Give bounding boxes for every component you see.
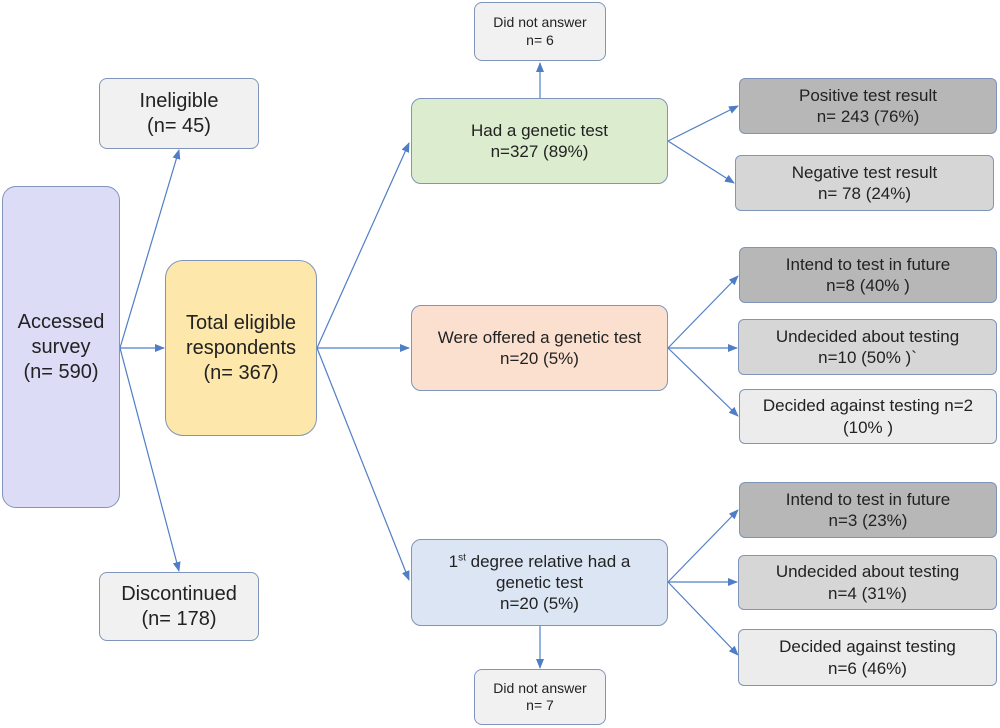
ineligible-label: Ineligible — [139, 89, 219, 112]
relative-intend-count: n=3 (23%) — [828, 511, 908, 530]
negative-result-box: Negative test result n= 78 (24%) — [735, 155, 994, 211]
did-not-answer-top-count: n= 6 — [526, 31, 554, 48]
did-not-answer-bottom-box: Did not answer n= 7 — [474, 669, 606, 725]
total-eligible-box: Total eligible respondents (n= 367) — [165, 260, 317, 436]
relative-genetic-test-box: 1st degree relative had a genetic test n… — [411, 539, 668, 626]
arrow-total-to-relative — [316, 347, 410, 581]
arrow-accessed-to-ineligible — [119, 149, 181, 349]
relative-prefix: 1 — [448, 551, 459, 571]
accessed-survey-label-2: survey — [31, 335, 91, 358]
relative-undecided-label: Undecided about testing — [775, 562, 960, 582]
total-eligible-label-2: respondents — [185, 336, 297, 359]
arrow-relative-to-against — [667, 581, 739, 656]
relative-label-rest: degree relative had a — [465, 551, 631, 571]
offered-genetic-test-box: Were offered a genetic test n=20 (5%) — [411, 305, 668, 391]
offered-intend-label: Intend to test in future — [785, 254, 951, 274]
ineligible-count: (n= 45) — [147, 114, 211, 137]
relative-undecided-box: Undecided about testing n=4 (31%) — [738, 555, 997, 610]
had-genetic-test-box: Had a genetic test n=327 (89%) — [411, 98, 668, 184]
discontinued-box: Discontinued (n= 178) — [99, 572, 259, 641]
relative-intend-box: Intend to test in future n=3 (23%) — [739, 482, 997, 538]
total-eligible-label: Total eligible — [185, 311, 297, 334]
accessed-survey-label: Accessed — [17, 310, 105, 333]
offered-genetic-test-count: n=20 (5%) — [500, 349, 579, 368]
offered-undecided-box: Undecided about testing n=10 (50% )` — [738, 319, 997, 375]
offered-intend-box: Intend to test in future n=8 (40% ) — [739, 247, 997, 303]
arrow-offered-to-intend — [667, 275, 739, 349]
did-not-answer-top-label: Did not answer — [493, 14, 587, 30]
had-genetic-test-label: Had a genetic test — [470, 120, 609, 140]
offered-undecided-label: Undecided about testing — [775, 326, 960, 346]
arrow-had-test-to-negative — [667, 140, 735, 184]
had-genetic-test-count: n=327 (89%) — [490, 142, 589, 161]
relative-against-count: n=6 (46%) — [828, 658, 907, 678]
did-not-answer-top-box: Did not answer n= 6 — [474, 2, 606, 61]
offered-against-label: Decided against testing n=2 — [762, 396, 974, 416]
relative-genetic-test-label-2: genetic test — [496, 572, 583, 592]
ineligible-box: Ineligible (n= 45) — [99, 78, 259, 149]
relative-against-box: Decided against testing n=6 (46%) — [738, 629, 997, 686]
relative-genetic-test-count: n=20 (5%) — [500, 594, 579, 614]
offered-undecided-count: n=10 (50% )` — [818, 348, 917, 367]
offered-genetic-test-label: Were offered a genetic test — [437, 327, 642, 347]
offered-intend-count: n=8 (40% ) — [826, 276, 910, 295]
positive-result-label: Positive test result — [799, 85, 937, 105]
accessed-survey-box: Accessed survey (n= 590) — [2, 186, 120, 508]
accessed-survey-count: (n= 590) — [23, 360, 99, 383]
relative-intend-label: Intend to test in future — [785, 489, 951, 509]
offered-against-box: Decided against testing n=2 (10% ) — [739, 389, 997, 444]
arrow-offered-to-against — [667, 347, 739, 417]
did-not-answer-bottom-count: n= 7 — [526, 697, 554, 713]
positive-result-count: n= 243 (76%) — [816, 107, 920, 126]
arrow-total-to-had-test — [316, 142, 410, 349]
total-eligible-count: (n= 367) — [203, 361, 279, 384]
did-not-answer-bottom-label: Did not answer — [493, 679, 587, 696]
relative-undecided-count: n=4 (31%) — [828, 583, 907, 603]
arrow-accessed-to-discontinued — [119, 347, 181, 572]
relative-genetic-test-label: 1st degree relative had a — [449, 551, 631, 572]
arrow-had-test-to-positive — [667, 105, 739, 142]
discontinued-count: (n= 178) — [141, 607, 217, 630]
relative-superscript: st — [458, 551, 466, 563]
positive-result-box: Positive test result n= 243 (76%) — [739, 78, 997, 134]
negative-result-count: n= 78 (24%) — [817, 184, 912, 203]
relative-against-label: Decided against testing — [779, 637, 956, 657]
negative-result-label: Negative test result — [791, 162, 938, 182]
offered-against-count: (10% ) — [842, 417, 894, 437]
arrow-relative-to-intend — [667, 509, 739, 583]
discontinued-label: Discontinued — [121, 582, 237, 605]
